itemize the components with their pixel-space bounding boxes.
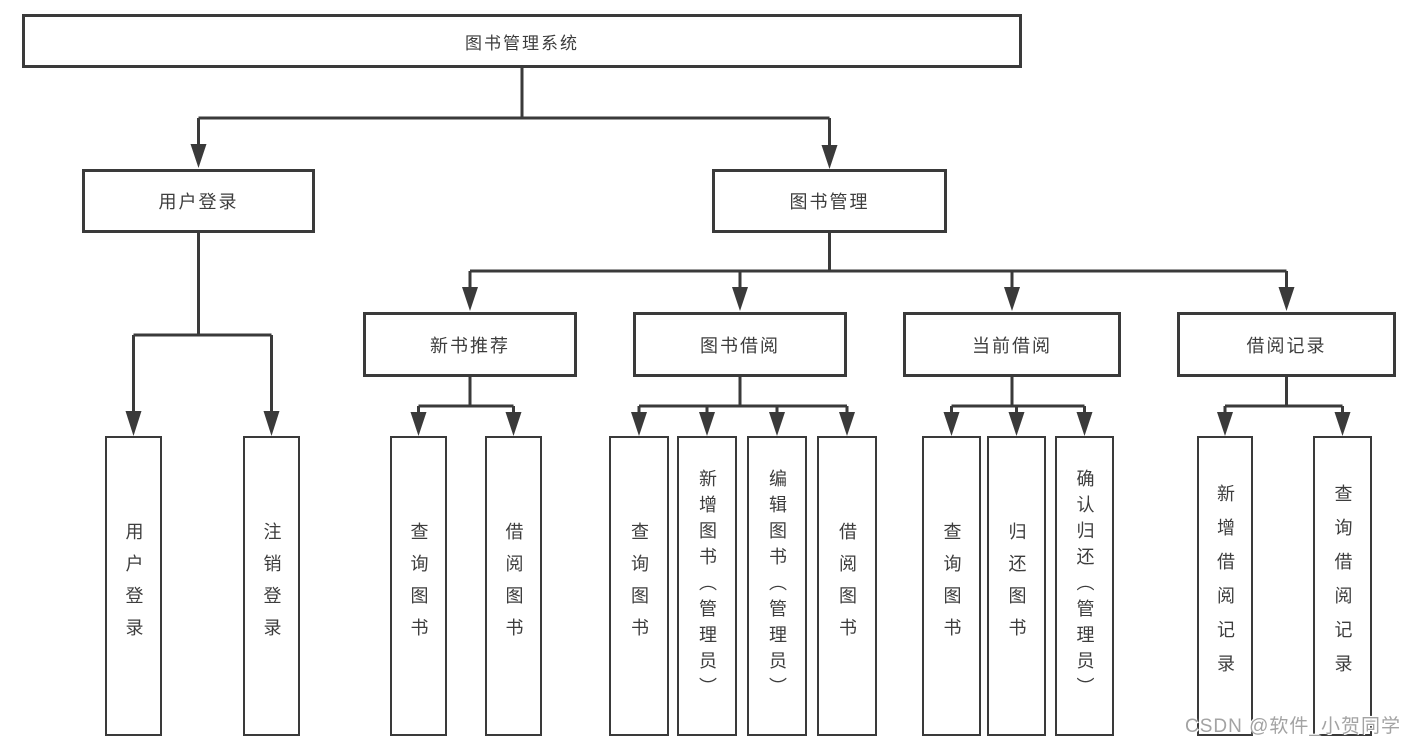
leaf-nb-borrow-books: 借阅图书 [485,436,542,736]
node-book-management: 图书管理 [712,169,947,233]
node-user-login: 用户登录 [82,169,315,233]
node-borrowing-records: 借阅记录 [1177,312,1396,377]
leaf-logout: 注销登录 [243,436,300,736]
leaf-nb-query-books: 查询图书 [390,436,447,736]
connectors-borrowing-records [1217,377,1351,436]
leaf-user-login: 用户登录 [105,436,162,736]
leaf-cb-return-books: 归还图书 [987,436,1046,736]
connectors-new-books [410,377,522,436]
connectors-book-management [462,233,1295,311]
connectors-root-to-level2 [190,68,838,169]
node-root: 图书管理系统 [22,14,1022,68]
node-current-borrowing: 当前借阅 [903,312,1121,377]
leaf-bb-add-books-admin: 新增图书（管理员） [677,436,737,736]
leaf-bb-query-books: 查询图书 [609,436,669,736]
connectors-book-borrowing [631,377,855,436]
leaf-cb-query-books: 查询图书 [922,436,981,736]
leaf-bb-edit-books-admin: 编辑图书（管理员） [747,436,807,736]
connectors-current-borrowing [943,377,1093,436]
node-new-book-recommend: 新书推荐 [363,312,577,377]
leaf-br-query-record: 查询借阅记录 [1313,436,1372,736]
leaf-br-add-record: 新增借阅记录 [1197,436,1253,736]
leaf-cb-confirm-return-admin: 确认归还（管理员） [1055,436,1114,736]
watermark: CSDN @软件_小贺同学 [1185,716,1401,737]
leaf-bb-borrow-books: 借阅图书 [817,436,877,736]
connectors-user-login [125,233,280,436]
node-book-borrowing: 图书借阅 [633,312,847,377]
